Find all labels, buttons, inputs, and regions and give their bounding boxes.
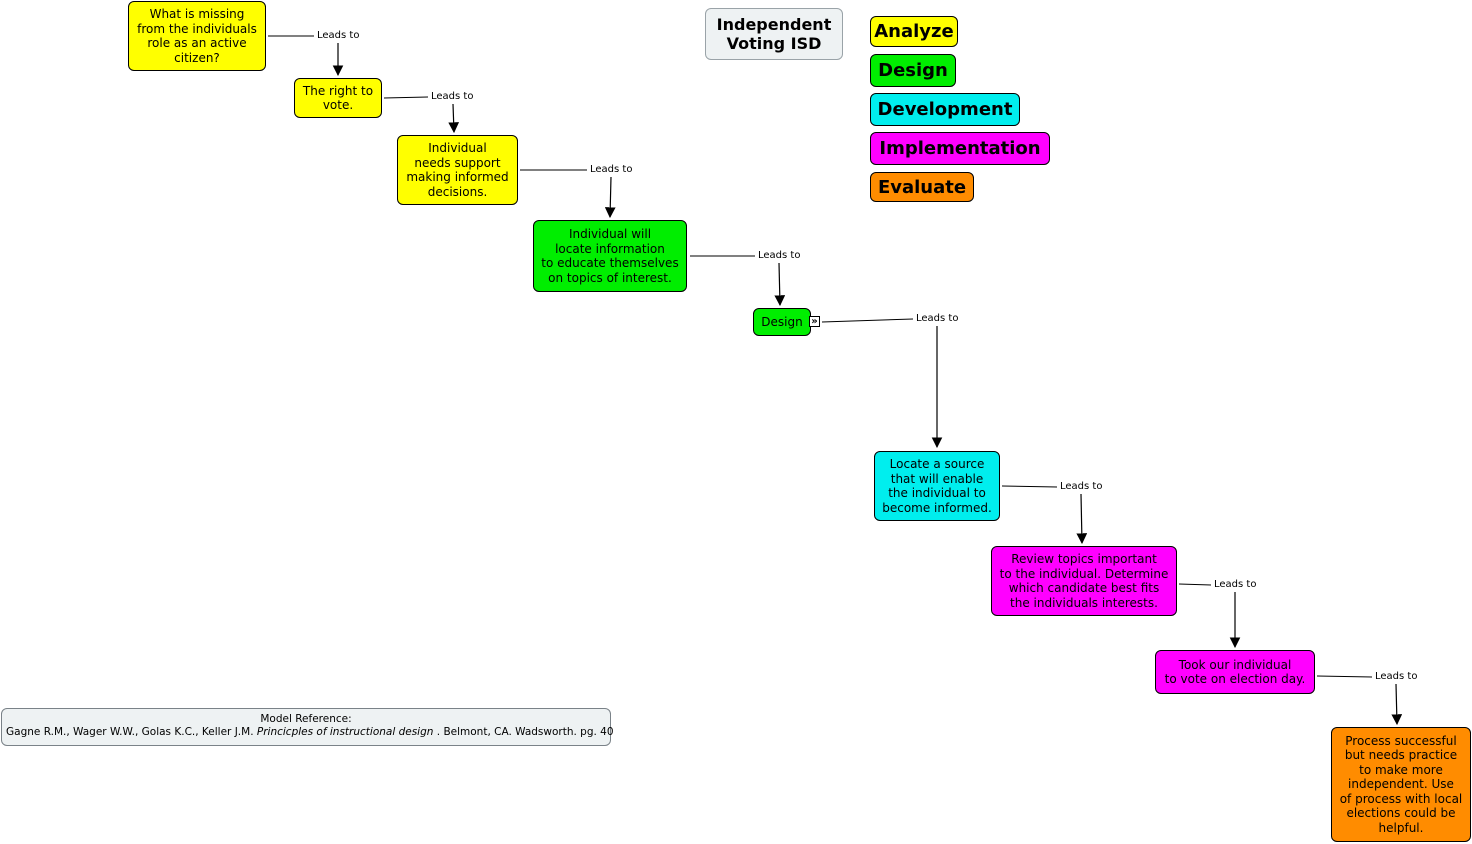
model-reference: Model Reference: Gagne R.M., Wager W.W.,… [1,708,614,746]
link-line [383,96,429,99]
node-needs-support[interactable]: Individual needs support making informed… [397,135,518,205]
node-design[interactable]: Design [753,308,811,336]
link-label: Leads to [429,91,476,103]
node-process-successful[interactable]: Process successful but needs practice to… [1331,727,1471,842]
link-arrow [448,103,460,134]
link-line [821,318,914,323]
node-took-to-vote[interactable]: Took our individual to vote on election … [1155,650,1315,694]
legend-implementation[interactable]: Implementation [870,132,1050,165]
link-line [1001,485,1058,488]
reference-publisher: . Belmont, CA. Wadsworth. pg. 40 [436,726,614,738]
expand-icon[interactable]: » [809,316,820,327]
reference-authors: Gagne R.M., Wager W.W., Golas K.C., Kell… [6,726,254,738]
reference-heading: Model Reference: [260,713,352,725]
legend-design[interactable]: Design [870,54,956,87]
link-label: Leads to [756,250,803,262]
link-arrow [1076,493,1088,545]
legend-development[interactable]: Development [870,93,1020,126]
link-arrow [774,262,786,307]
reference-citation: Gagne R.M., Wager W.W., Golas K.C., Kell… [6,726,614,739]
link-line [1178,583,1212,586]
node-locate-information[interactable]: Individual will locate information to ed… [533,220,687,292]
reference-book-title: Princicples of instructional design [256,726,434,738]
link-arrow [1391,683,1403,726]
link-arrow [604,176,616,219]
legend-analyze[interactable]: Analyze [870,16,958,47]
node-review-topics[interactable]: Review topics important to the individua… [991,546,1177,616]
link-label: Leads to [1373,671,1420,683]
link-label: Leads to [1212,579,1259,591]
map-title: Independent Voting ISD [705,8,843,60]
link-line [1316,675,1373,678]
link-label: Leads to [588,164,635,176]
node-missing-role[interactable]: What is missing from the individuals rol… [128,1,266,71]
node-right-to-vote[interactable]: The right to vote. [294,78,382,118]
node-locate-source[interactable]: Locate a source that will enable the ind… [874,451,1000,521]
link-label: Leads to [315,30,362,42]
link-label: Leads to [1058,481,1105,493]
link-label: Leads to [914,313,961,325]
legend-evaluate[interactable]: Evaluate [870,172,974,202]
